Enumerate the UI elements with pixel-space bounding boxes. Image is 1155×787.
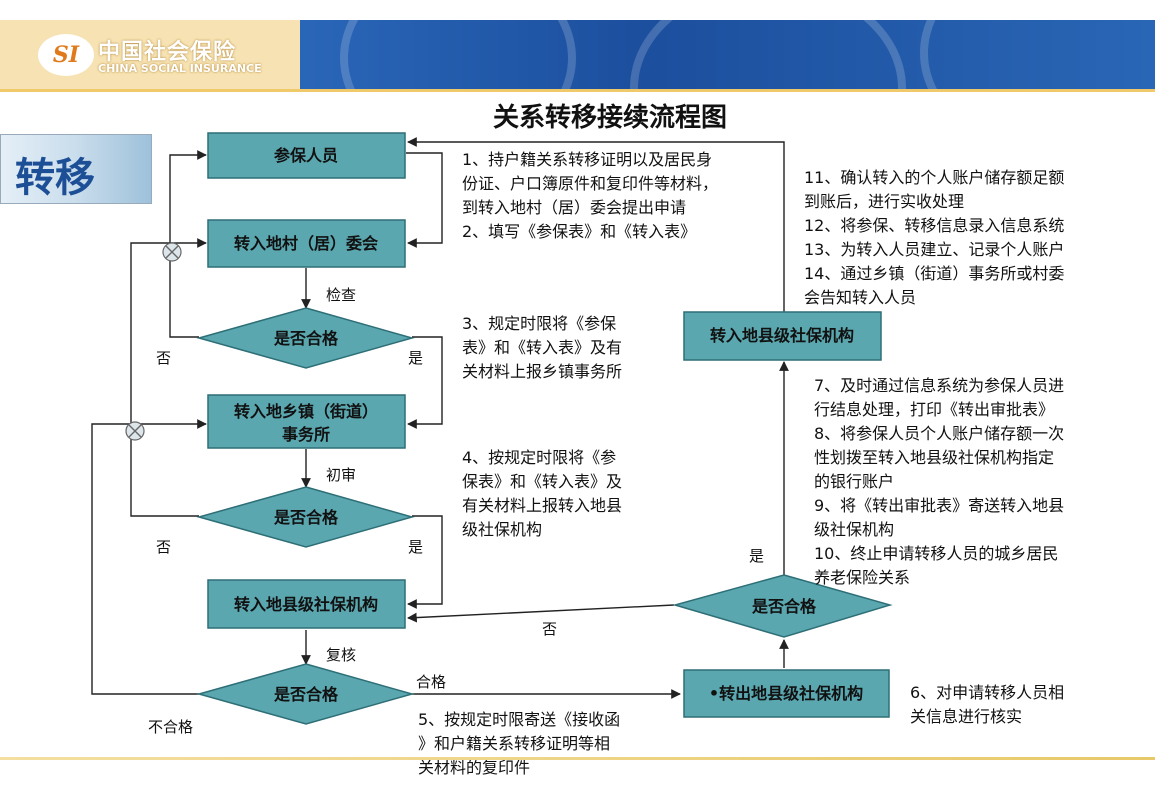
note-steps-1-2: 1、持户籍关系转移证明以及居民身 份证、户口簿原件和复印件等材料， 到转入地村（…	[462, 150, 719, 241]
section-tab: 转移	[0, 134, 152, 204]
edge-check2-yes	[407, 515, 443, 609]
edge-check3-fail	[91, 419, 207, 695]
node-insured	[207, 132, 406, 179]
edge-right-insured	[407, 137, 785, 312]
note-step-6: 6、对申请转移人员相 关信息进行核实	[910, 683, 1065, 726]
si-logo-icon: SI	[38, 34, 94, 76]
node-county-out	[683, 669, 890, 718]
node-check2-label: 是否合格	[273, 508, 339, 527]
note-steps-7-10: 7、及时通过信息系统为参保人员进 行结息处理，打印《转出审批表》 8、将参保人员…	[814, 376, 1065, 587]
edge-label-pass: 合格	[416, 673, 447, 691]
node-insured-label: 参保人员	[274, 146, 338, 165]
node-township	[207, 394, 406, 449]
node-county-in-right	[683, 311, 882, 361]
node-village	[207, 219, 406, 268]
edge-label-no2: 否	[156, 538, 172, 556]
node-check1-label: 是否合格	[273, 329, 339, 348]
edge-label-fail: 不合格	[148, 718, 194, 736]
note-step-3: 3、规定时限将《参保 表》和《转入表》及有 关材料上报乡镇事务所	[462, 314, 623, 381]
brand-name-en: CHINA SOCIAL INSURANCE	[98, 62, 262, 75]
node-township-label-2: 事务所	[282, 425, 330, 444]
node-county-in-left-label: 转入地县级社保机构	[234, 595, 378, 614]
edge-check2-no	[130, 238, 207, 517]
node-check4-label: 是否合格	[751, 597, 817, 616]
edge-label-no1: 否	[156, 349, 172, 367]
edge-label-yes2: 是	[408, 538, 424, 556]
header-blue-panel	[300, 20, 1155, 90]
edge-label-inspect: 检查	[326, 286, 357, 304]
edge-insured-village	[406, 152, 443, 248]
note-steps-11-14: 11、确认转入的个人账户储存额足额 到账后，进行实收处理 12、将参保、转移信息…	[804, 168, 1065, 307]
page-title: 关系转移接续流程图	[492, 103, 727, 133]
node-township-label-1: 转入地乡镇（街道）	[234, 402, 378, 421]
node-check3-label: 是否合格	[273, 685, 339, 704]
node-check1	[196, 307, 415, 369]
footer-divider	[0, 757, 1155, 760]
header-banner: SI 中国社会保险 CHINA SOCIAL INSURANCE	[0, 0, 1155, 92]
node-check4	[672, 574, 893, 638]
section-tab-label: 转移	[15, 154, 95, 201]
crossing-icon	[125, 421, 145, 441]
node-county-out-label: •转出地县级社保机构	[709, 684, 863, 703]
node-check3	[196, 663, 415, 725]
node-check2	[196, 486, 415, 548]
note-step-5: 5、按规定时限寄送《接收函 》和户籍关系转移证明等相 关材料的复印件	[418, 710, 621, 777]
node-village-label: 转入地村（居）委会	[234, 234, 378, 253]
node-county-in-left	[207, 579, 406, 629]
crossing-icon	[162, 242, 182, 262]
edge-label-yes3: 是	[749, 547, 765, 565]
edge-label-initial-review: 初审	[326, 466, 357, 484]
edge-label-yes1: 是	[408, 349, 424, 367]
brand-name-cn: 中国社会保险	[98, 40, 237, 65]
header-underline	[0, 89, 1155, 92]
note-step-4: 4、按规定时限将《参 保表》和《转入表》及 有关材料上报转入地县 级社保机构	[462, 448, 623, 539]
header-top-strip	[0, 0, 1155, 20]
edge-check1-yes	[407, 336, 443, 429]
edge-check4-no	[407, 604, 675, 623]
edge-label-no3: 否	[542, 620, 558, 638]
edge-label-re-review: 复核	[326, 646, 357, 664]
node-county-in-right-label: 转入地县级社保机构	[710, 326, 854, 345]
